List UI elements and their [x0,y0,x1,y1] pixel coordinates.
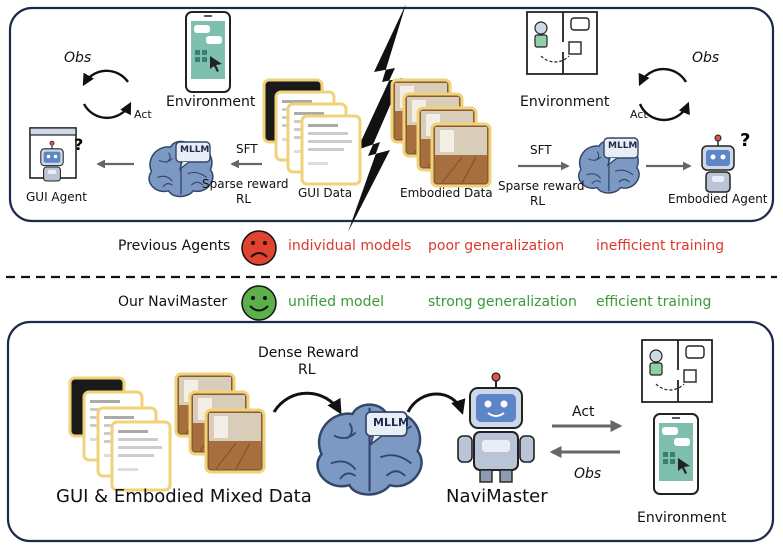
dense-reward-label: Dense Reward [258,345,359,361]
mllm-label-embodied: MLLM [608,141,638,151]
split-bolt [348,4,406,232]
mllm-label-gui: MLLM [180,145,210,155]
sft-label-gui: SFT [236,142,258,156]
sparse-reward-label-embodied: Sparse reward [498,179,585,193]
gui-agent-icon: ? [29,127,83,182]
previous-item-2: poor generalization [428,238,565,254]
navimaster-agent-label: NaviMaster [446,486,548,507]
embodied-data-label: Embodied Data [400,186,493,200]
sad-face-icon [241,230,277,266]
arrow-brain-to-agent [406,392,466,415]
obs-label-gui: Obs [64,50,92,66]
previous-agents-label: Previous Agents [118,238,231,254]
environment-label-embodied: Environment [520,94,610,110]
environment-label-bottom: Environment [637,510,727,526]
gui-agent-label: GUI Agent [26,190,87,204]
ours-item-1: unified model [288,294,384,310]
floorplan-icon-bottom [641,339,713,403]
ours-item-3: efficient training [596,294,712,310]
previous-item-1: individual models [288,238,412,254]
arrow-data-to-brain [272,391,342,415]
sft-label-embodied: SFT [530,143,552,157]
svg-text:?: ? [74,135,83,154]
navimaster-robot-icon [457,372,535,483]
rl-label-bottom: RL [298,362,316,378]
happy-face-icon [241,285,277,321]
floorplan-icon [526,11,598,75]
rl-label-embodied: RL [530,194,546,208]
bottom-frame [6,320,775,543]
embodied-agent-icon: ? [701,130,750,193]
ours-item-2: strong generalization [428,294,577,310]
gui-data-stack [262,78,362,186]
mixed-data-label: GUI & Embodied Mixed Data [56,486,312,507]
obs-label-embodied: Obs [692,50,720,66]
embodied-agent-label: Embodied Agent [668,192,768,206]
phone-icon [185,11,231,93]
cycle-icon-embodied [638,67,690,122]
mllm-label-bottom: MLLM [373,416,409,429]
navimaster-label: Our NaviMaster [118,294,228,310]
svg-text:?: ? [740,130,750,151]
cycle-icon-gui [82,69,132,120]
rl-label-gui: RL [236,192,252,206]
environment-label-gui: Environment [166,94,256,110]
act-label-gui: Act [134,108,152,121]
top-frame [8,6,775,223]
gui-data-label: GUI Data [298,186,353,200]
phone-icon-bottom [653,413,699,495]
mixed-data-stack [68,372,266,492]
act-label-embodied: Act [630,108,648,121]
sparse-reward-label-gui: Sparse reward [202,177,289,191]
embodied-data-stack [390,78,492,188]
act-label-bottom: Act [572,404,595,420]
previous-item-3: inefficient training [596,238,725,254]
obs-label-bottom: Obs [574,466,602,482]
